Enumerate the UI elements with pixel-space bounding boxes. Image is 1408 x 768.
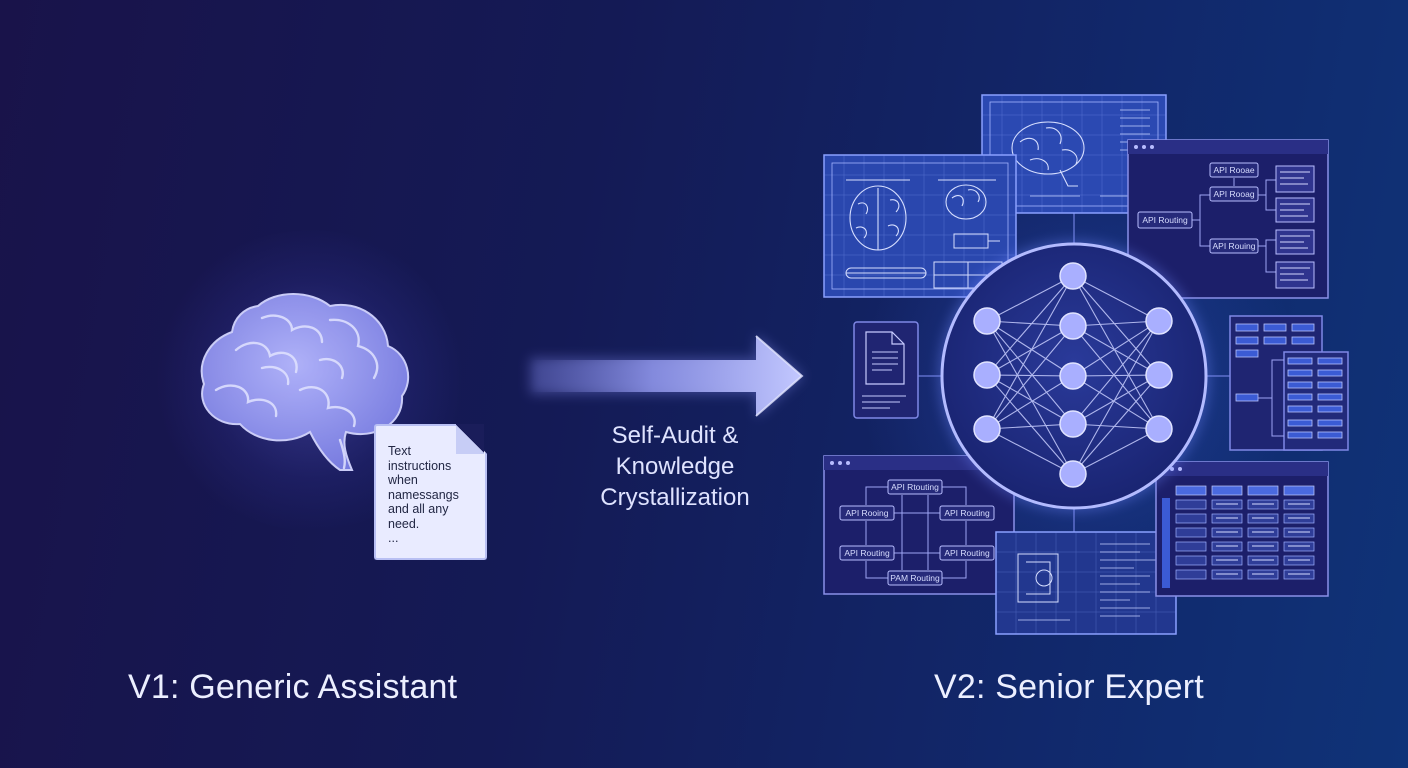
document-card xyxy=(853,321,919,419)
instruction-note-text: Text instructions when namessangs and al… xyxy=(388,444,459,545)
v2-label: V2: Senior Expert xyxy=(934,668,1204,706)
flowchart-window-bottom: API Rtouting API Rooing API Routing API … xyxy=(823,455,1015,595)
brain-sketch-icon xyxy=(1011,121,1085,187)
flow-node-b: API Rooag xyxy=(1213,189,1254,199)
note-fold-corner xyxy=(456,424,484,454)
blueprint-panel-left xyxy=(823,154,1017,298)
v1-label: V1: Generic Assistant xyxy=(128,668,458,706)
flow-node-left-lower: API Routing xyxy=(844,548,890,558)
flow-node-c: API Rouing xyxy=(1213,241,1256,251)
flow-node-a: API Rooae xyxy=(1213,165,1254,175)
blueprint-panel-bottom xyxy=(995,531,1177,635)
brain-sideview-icon xyxy=(938,179,996,220)
document-icon xyxy=(865,331,905,385)
flow-node-left-upper: API Rooing xyxy=(846,508,889,518)
flowchart-window-top: API Routing API Rooae API Rooag API Roui… xyxy=(1127,139,1329,299)
brain-topview-icon xyxy=(846,179,910,251)
spreadsheet-window xyxy=(1155,461,1329,597)
arrow-right-icon xyxy=(530,334,804,418)
brain-icon xyxy=(200,293,410,471)
flow-node-root: API Routing xyxy=(1142,215,1188,225)
flow-node-right-upper: API Routing xyxy=(944,508,990,518)
flow-node-bottom: PAM Routing xyxy=(890,573,940,583)
flow-node-right-lower: API Routing xyxy=(944,548,990,558)
data-table-panel xyxy=(1229,315,1349,451)
flow-node-top: API Rtouting xyxy=(891,482,939,492)
process-label: Self-Audit & Knowledge Crystallization xyxy=(600,422,750,511)
neural-network-icon xyxy=(938,240,1210,512)
